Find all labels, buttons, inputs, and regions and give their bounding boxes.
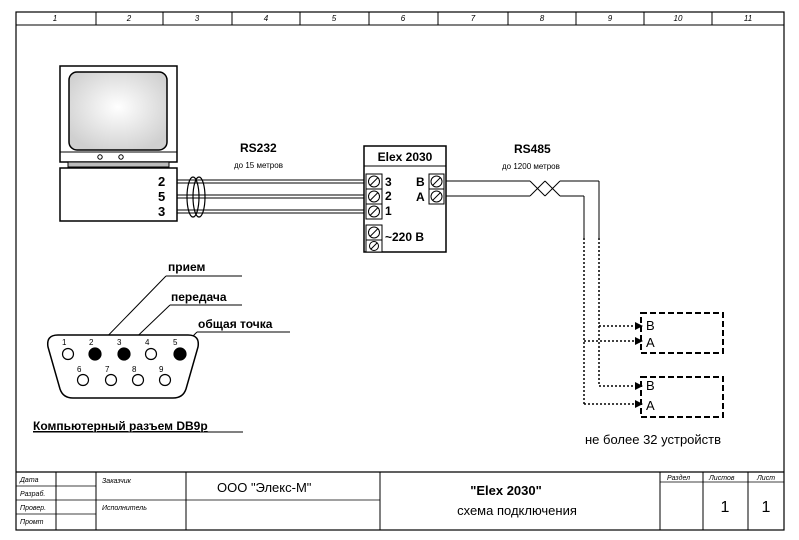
converter-pin-label: 1 [385,204,392,218]
sheets-count: 1 [721,499,730,516]
device-pin-label: B [646,318,655,333]
db9-callout-receive: прием [168,260,205,274]
column-number: 11 [744,14,752,23]
device-pin-label: A [646,398,655,413]
row-label: Разраб. [20,490,45,498]
computer-monitor-icon [59,65,178,168]
rs485-distance-label: до 1200 метров [502,162,560,171]
terminal-screw-icon [365,203,383,220]
rs485-bus-dotted [583,238,636,405]
sheet-number: 1 [762,499,771,516]
computer-pin-label: 3 [158,204,165,219]
title-block [16,471,784,530]
db9-pin-number: 1 [62,338,67,347]
arrow-right-icon [635,382,643,390]
column-number: 10 [674,14,683,23]
executor-label: Исполнитель [102,505,147,512]
column-number: 7 [471,14,476,23]
terminal-screw-icon [365,173,383,190]
terminal-screw-icon [365,239,383,253]
document-title: схема подключения [457,503,577,518]
arrow-right-icon [635,337,643,345]
sheet-label: Лист [756,475,775,482]
db9-pin-number: 7 [105,365,110,374]
arrow-right-icon [635,322,643,330]
db9-callout-ground: общая точка [198,317,273,331]
row-label: Дата [19,477,39,484]
converter-terminals [365,173,445,253]
converter-pin-label: 2 [385,189,392,203]
title-block-row-labels: Дата Разраб. Провер. Промт [19,477,46,526]
db9-pin-number: 9 [159,365,164,374]
column-number: 5 [332,14,337,23]
db9-pin-number: 4 [145,338,150,347]
section-label: Раздел [667,474,690,482]
db9-pin-number: 8 [132,365,137,374]
terminal-screw-icon [428,188,445,205]
column-number: 3 [195,14,200,23]
db9-pin-number: 5 [173,338,178,347]
device-pin-label: B [646,378,655,393]
converter-power-label: ~220 В [385,230,424,244]
rs232-label: RS232 [240,141,277,155]
company-name: ООО "Элекс-М" [217,480,312,495]
computer-system-unit: 2 5 3 [59,167,178,222]
rs485-label: RS485 [514,142,551,156]
row-label: Провер. [20,505,46,512]
db9-connector-icon [46,334,200,399]
column-number: 6 [401,14,406,23]
converter-title: Elex 2030 [378,150,433,164]
db9-pin-numbers: 1 2 3 4 5 6 7 8 9 [62,338,178,374]
rs232-cable [177,176,364,218]
converter-pin-label: A [416,190,425,204]
terminal-screw-icon [365,224,383,241]
terminal-screw-icon [365,188,383,205]
arrow-right-icon [635,400,643,408]
frame-column-numbers: 1 2 3 4 5 6 7 8 9 10 11 [53,14,752,23]
computer-pin-label: 2 [158,174,165,189]
db9-pin-number: 6 [77,365,82,374]
db9-caption: Компьютерный разъем DB9p [33,419,208,433]
rs232-distance-label: до 15 метров [234,161,283,170]
column-number: 2 [126,14,132,23]
db9-pin-number: 3 [117,338,122,347]
db9-pin-number: 2 [89,338,94,347]
column-number: 8 [540,14,545,23]
device-pin-label: A [646,335,655,350]
sheets-label: Листов [708,475,735,482]
db9-callout-transmit: передача [171,290,227,304]
drawing-frame [15,11,785,531]
rs485-device: B A [640,376,724,418]
terminal-screw-icon [428,173,445,190]
converter-pin-label: B [416,175,425,189]
column-number: 1 [53,14,57,23]
bus-arrowheads [635,322,643,408]
computer-pin-label: 5 [158,189,165,204]
rs485-cable [446,180,600,238]
customer-label: Заказчик [102,478,132,485]
column-number: 9 [608,14,613,23]
converter-pin-label: 3 [385,175,392,189]
product-name: "Elex 2030" [470,483,542,498]
device-limit-note: не более 32 устройств [585,432,721,447]
row-label: Промт [20,519,44,526]
column-number: 4 [264,14,269,23]
rs485-device: B A [640,312,724,354]
